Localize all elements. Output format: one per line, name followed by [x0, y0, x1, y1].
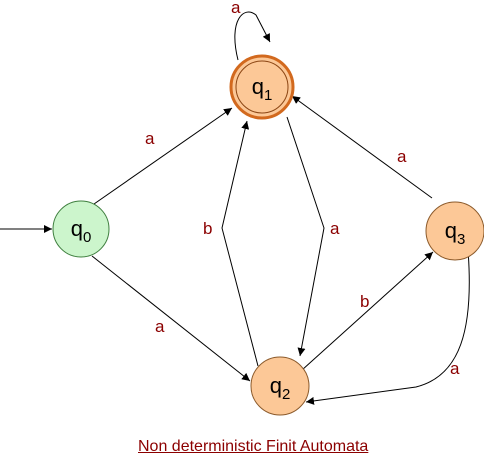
edge-q0-q1 — [93, 107, 233, 205]
state-q1-label: q1 — [252, 74, 273, 104]
state-q0-label: q0 — [71, 216, 92, 246]
state-q2-circle — [250, 356, 310, 416]
label-q2-q1: b — [203, 219, 212, 238]
label-q2-q3: b — [360, 292, 369, 311]
diagram-caption: Non deterministic Finit Automata — [138, 438, 369, 455]
edge-q2-q1 — [221, 120, 259, 367]
state-q1: q1 — [229, 54, 295, 120]
edge-q0-q2 — [91, 255, 251, 382]
label-q3-q1: a — [397, 147, 407, 166]
edge-q1-q2 — [286, 116, 325, 357]
state-q0-circle — [52, 200, 110, 258]
state-q3: q3 — [425, 201, 484, 261]
label-q0-q2: a — [155, 317, 165, 336]
label-q1-q2: a — [330, 219, 340, 238]
edge-q3-q2 — [305, 249, 470, 405]
state-q0: q0 — [52, 200, 110, 258]
label-q1-self: a — [231, 0, 241, 17]
state-q3-circle — [425, 201, 484, 261]
state-q3-label: q3 — [445, 218, 466, 248]
state-q1-inner-ring — [235, 60, 289, 114]
edge-q3-q1 — [291, 95, 433, 199]
label-q3-q2: a — [450, 359, 460, 378]
edge-q1-self — [234, 11, 271, 61]
edge-q2-q3 — [301, 251, 434, 371]
state-q2: q2 — [250, 356, 310, 416]
state-q2-label: q2 — [270, 373, 291, 403]
label-q0-q1: a — [145, 129, 155, 148]
